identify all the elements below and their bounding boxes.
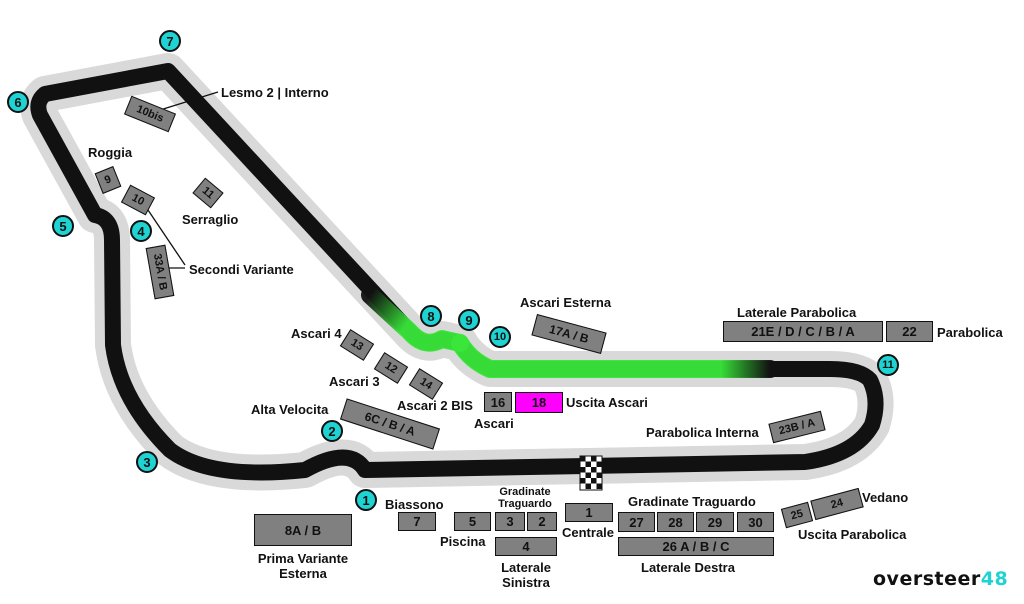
- label-laterale-parabolica: Laterale Parabolica: [737, 305, 857, 320]
- label-piscina: Piscina: [440, 534, 486, 549]
- label-lesmo2: Lesmo 2 | Interno: [221, 85, 329, 100]
- brand-number: 48: [980, 568, 1009, 590]
- label-laterale-sinistra-line2: Sinistra: [502, 575, 550, 590]
- label-ascari-2-bis: Ascari 2 BIS: [397, 398, 473, 413]
- stand-22[interactable]: 22: [886, 321, 933, 342]
- label-laterale-sinistra-line1: Laterale: [501, 560, 551, 575]
- label-secondi-variante: Secondi Variante: [189, 262, 294, 277]
- stand-5[interactable]: 5: [454, 512, 491, 531]
- label-parabolica-interna: Parabolica Interna: [646, 425, 759, 440]
- turn-5-marker: 5: [52, 215, 74, 237]
- start-finish-line: [579, 455, 603, 491]
- stand-8ab[interactable]: 8A / B: [254, 514, 352, 546]
- label-laterale-sinistra: Laterale Sinistra: [490, 560, 562, 590]
- stand-7[interactable]: 7: [398, 512, 436, 531]
- label-centrale: Centrale: [562, 525, 615, 540]
- stand-26abc[interactable]: 26 A / B / C: [618, 537, 774, 556]
- leader-lesmo2: [159, 91, 219, 111]
- stand-27[interactable]: 27: [618, 512, 655, 532]
- turn-4-marker: 4: [130, 220, 152, 242]
- brand-word: oversteer: [873, 568, 981, 590]
- label-ascari-3: Ascari 3: [329, 374, 380, 389]
- leader-secondi-a: [147, 209, 186, 266]
- label-laterale-destra: Laterale Destra: [641, 560, 735, 575]
- label-parabolica: Parabolica: [937, 325, 1003, 340]
- label-uscita-ascari: Uscita Ascari: [566, 395, 648, 410]
- stand-21[interactable]: 21E / D / C / B / A: [723, 321, 883, 342]
- label-prima-variante-line2: Esterna: [279, 566, 327, 581]
- stand-1[interactable]: 1: [565, 503, 613, 522]
- stand-16[interactable]: 16: [484, 392, 512, 412]
- label-serraglio: Serraglio: [182, 212, 239, 227]
- label-gradinate-traguardo: Gradinate Traguardo: [628, 494, 756, 509]
- label-ascari: Ascari: [474, 416, 514, 431]
- label-biassono: Biassono: [385, 497, 444, 512]
- label-ascari-esterna: Ascari Esterna: [520, 295, 612, 310]
- turn-6-marker: 6: [7, 91, 29, 113]
- stand-2[interactable]: 2: [527, 512, 557, 531]
- turn-2-marker: 2: [321, 420, 343, 442]
- label-gradinate-line1: Gradinate: [499, 486, 551, 498]
- label-gradinate-traguardo-small: Gradinate Traguardo: [492, 486, 558, 510]
- track-asphalt: [30, 63, 884, 481]
- brand-logo: oversteer48: [873, 568, 1008, 590]
- label-roggia: Roggia: [88, 145, 133, 160]
- turn-7-marker: 7: [159, 30, 181, 52]
- stand-28[interactable]: 28: [657, 512, 694, 532]
- stand-4[interactable]: 4: [495, 537, 557, 556]
- label-vedano: Vedano: [862, 490, 909, 505]
- turn-10-marker: 10: [489, 326, 511, 348]
- drs-zone-straight: [451, 334, 779, 378]
- label-ascari-4: Ascari 4: [291, 326, 342, 341]
- turn-3-marker: 3: [136, 451, 158, 473]
- drs-zone-approach: [361, 286, 469, 352]
- label-uscita-parabolica: Uscita Parabolica: [798, 527, 907, 542]
- label-alta-velocita: Alta Velocita: [251, 402, 329, 417]
- label-prima-variante-esterna: Prima Variante Esterna: [238, 551, 368, 581]
- stand-18[interactable]: 18: [515, 392, 563, 413]
- label-gradinate-line2: Traguardo: [498, 498, 552, 510]
- turn-11-marker: 11: [877, 354, 899, 376]
- stand-30[interactable]: 30: [737, 512, 774, 532]
- turn-9-marker: 9: [458, 309, 480, 331]
- label-prima-variante-line1: Prima Variante: [257, 551, 349, 566]
- stand-29[interactable]: 29: [696, 512, 734, 532]
- turn-8-marker: 8: [420, 305, 442, 327]
- turn-1-marker: 1: [355, 489, 377, 511]
- stand-3[interactable]: 3: [495, 512, 525, 531]
